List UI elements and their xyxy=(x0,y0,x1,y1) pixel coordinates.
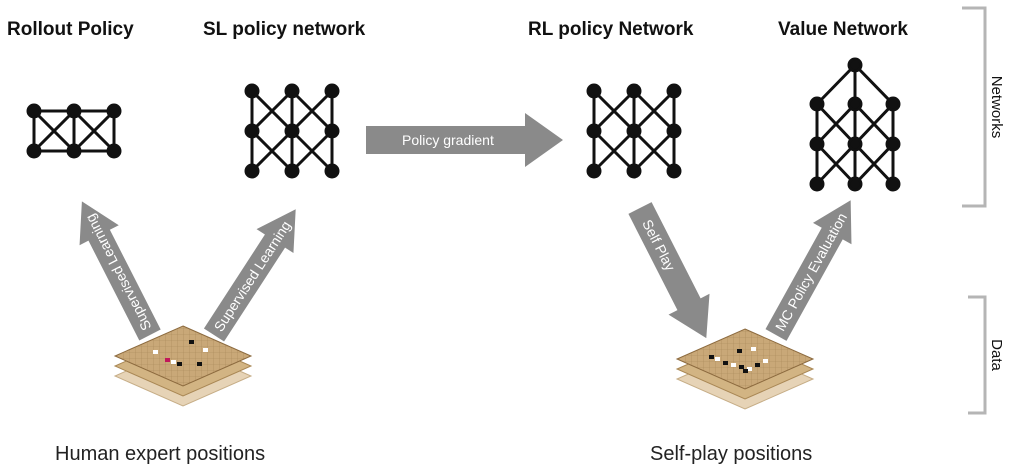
arrow-supervised-sl: Supervised Learning xyxy=(203,209,296,342)
title-rl-policy-network: RL policy Network xyxy=(528,19,694,40)
arrow-label-mc-policy-evaluation: MC Policy Evaluation xyxy=(772,210,850,333)
title-sl-policy-network: SL policy network xyxy=(203,19,366,40)
caption-self-play-positions: Self-play positions xyxy=(650,443,812,465)
human-board-stack-icon xyxy=(113,325,253,407)
data-bracket xyxy=(968,295,987,415)
arrow-label-supervised-rollout: Supervised Learning xyxy=(82,212,155,334)
rollout-network-icon xyxy=(26,103,122,159)
selfplay-board-stack-icon xyxy=(675,328,815,410)
arrow-supervised-rollout: Supervised Learning xyxy=(79,201,161,341)
title-value-network: Value Network xyxy=(778,19,908,40)
networks-bracket xyxy=(962,6,987,208)
label-data: Data xyxy=(988,339,1005,371)
sl-network-icon xyxy=(244,83,340,179)
caption-human-expert-positions: Human expert positions xyxy=(55,443,265,465)
value-network-icon xyxy=(809,57,901,192)
arrow-self-play: Self Play xyxy=(628,202,710,339)
label-networks: Networks xyxy=(988,76,1005,139)
arrow-label-policy-gradient: Policy gradient xyxy=(402,132,494,148)
arrow-policy-gradient: Policy gradient xyxy=(366,113,563,167)
arrow-mc-policy-evaluation: MC Policy Evaluation xyxy=(765,200,852,341)
rl-network-icon xyxy=(586,83,682,179)
title-rollout-policy: Rollout Policy xyxy=(7,19,134,40)
arrow-label-supervised-sl: Supervised Learning xyxy=(211,218,294,334)
